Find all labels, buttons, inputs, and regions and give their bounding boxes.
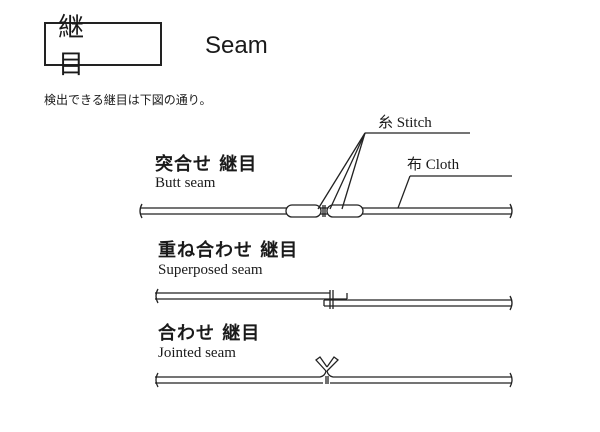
cloth-callout-label: 布 Cloth	[407, 157, 460, 173]
superposed-seam-cloth	[155, 288, 513, 311]
jointed-seam-cloth	[155, 370, 513, 388]
superposed-seam-label-jp: 重ね合わせ 継目	[158, 240, 299, 261]
butt-seam-cloth	[139, 203, 513, 219]
stitch-callout-label: 糸 Stitch	[378, 115, 432, 131]
title-box: 継 目	[44, 13, 162, 80]
jointed-seam-flaps	[315, 356, 339, 384]
jointed-seam-label-jp: 合わせ 継目	[158, 323, 261, 344]
superposed-seam-label-en: Superposed seam	[158, 262, 263, 278]
intro-text: 検出できる継目は下図の通り。	[44, 93, 212, 107]
butt-seam-stitch	[285, 204, 364, 218]
page-title-jp: 継 目	[58, 13, 99, 80]
butt-seam-label-jp: 突合せ 継目	[155, 154, 258, 175]
cloth-leader-line	[397, 175, 512, 209]
butt-seam-label-en: Butt seam	[155, 175, 216, 191]
jointed-seam-label-en: Jointed seam	[158, 345, 236, 361]
page-title-en: Seam	[205, 32, 268, 59]
superposed-seam-stitch	[329, 290, 334, 309]
stitch-leader-line	[317, 132, 470, 210]
